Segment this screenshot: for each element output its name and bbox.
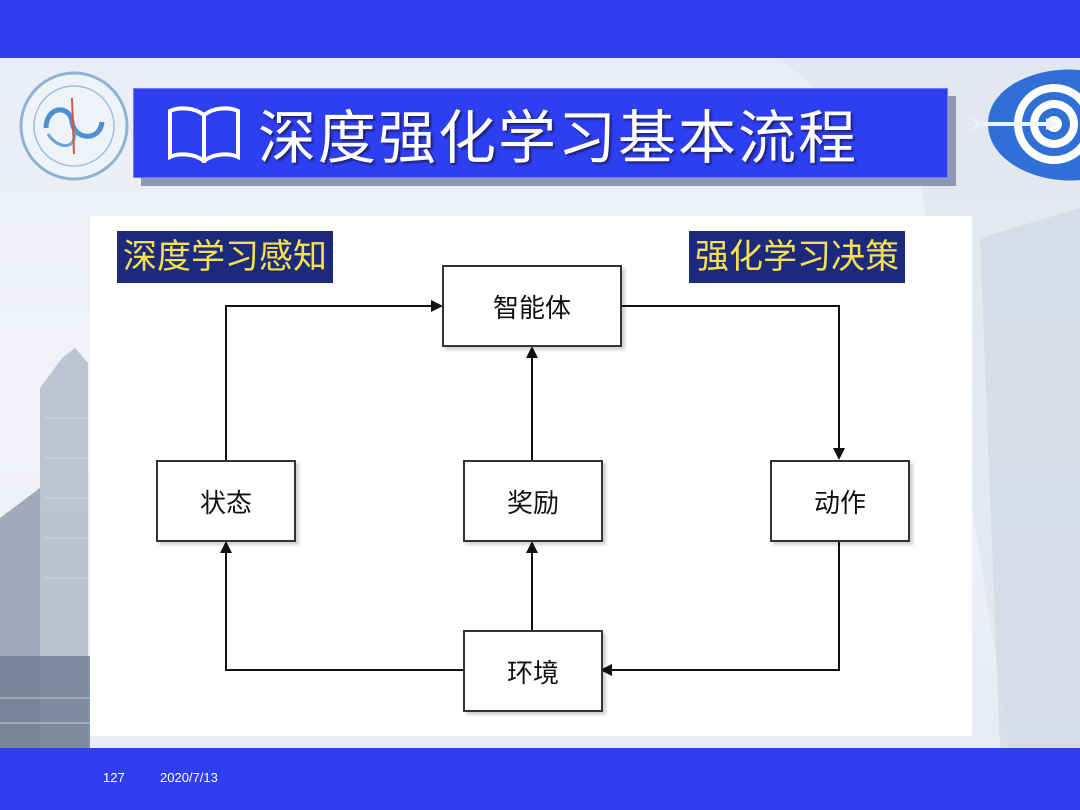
node-reward: 奖励 xyxy=(463,460,603,542)
label-rl-decision: 强化学习决策 xyxy=(689,231,905,283)
school-logo-icon xyxy=(19,71,129,181)
arrow-agent-to-action xyxy=(622,305,845,460)
arrow-action-to-environment xyxy=(600,541,840,676)
background-building-decoration xyxy=(0,58,1080,748)
target-arrow-icon xyxy=(970,69,1080,181)
node-environment: 环境 xyxy=(463,630,603,712)
diagram-connectors xyxy=(220,300,845,676)
node-agent: 智能体 xyxy=(442,265,622,347)
node-state: 状态 xyxy=(156,460,296,542)
book-icon xyxy=(168,106,240,163)
page-number: 127 xyxy=(103,770,125,785)
arrow-environment-to-state xyxy=(220,541,464,671)
top-band xyxy=(0,0,1080,58)
label-deep-learning-perception: 深度学习感知 xyxy=(117,231,333,283)
arrow-state-to-agent xyxy=(225,300,443,460)
title-banner: 深度强化学习基本流程 xyxy=(133,88,948,178)
node-action: 动作 xyxy=(770,460,910,542)
slide-date: 2020/7/13 xyxy=(160,770,218,785)
page-title: 深度强化学习基本流程 xyxy=(258,104,859,172)
diagram-canvas: 深度学习感知 强化学习决策 智能体 状态 奖励 动作 环境 xyxy=(90,216,972,736)
bottom-band xyxy=(0,748,1080,810)
